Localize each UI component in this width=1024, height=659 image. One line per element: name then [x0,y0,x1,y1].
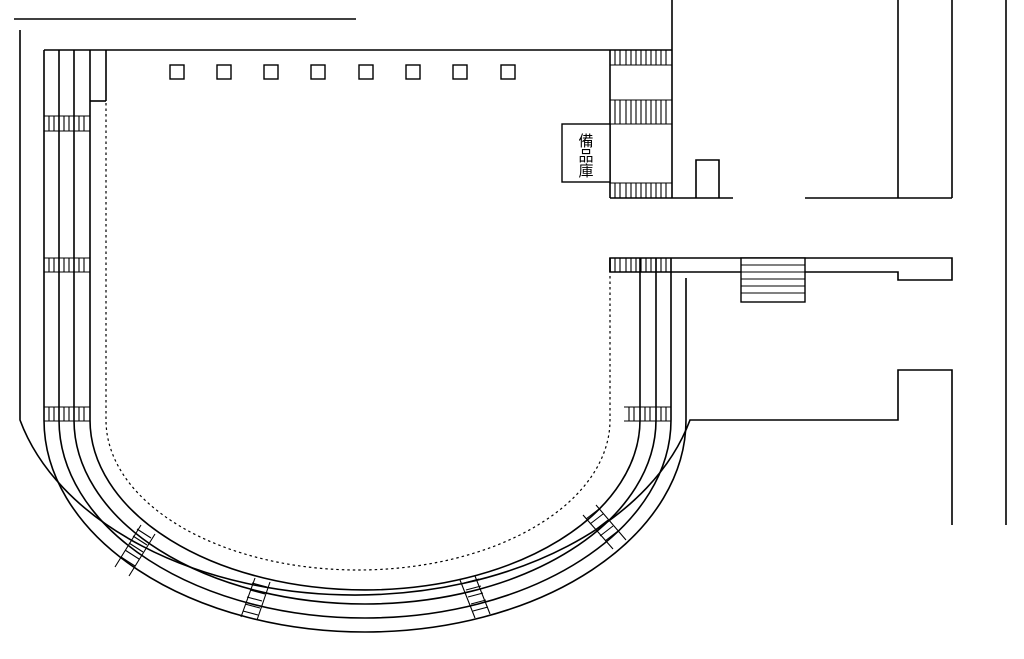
curved-aisle-right [582,504,627,550]
left-aisle-middle [44,257,90,273]
curved-aisle-center-left [240,577,271,621]
arena-boundary-dotted [105,103,611,571]
right-seating-upper [609,0,952,199]
terrace-ring-1 [43,50,687,633]
column-marker [263,64,279,80]
left-aisle-lower [44,406,90,422]
column-marker [358,64,374,80]
terrace-ring-2 [58,50,672,619]
storage-room-box [561,123,611,183]
left-aisle-upper [44,115,90,132]
storage-label-char-1: 備 [578,132,593,150]
column-marker [452,64,468,80]
column-marker [500,64,516,80]
column-marker [216,64,232,80]
door-opening [695,159,720,198]
right-aisle-lower [624,406,671,422]
column-marker [310,64,326,80]
storage-label-char-2: 品 [578,147,593,165]
curved-aisle-left [114,524,156,577]
corridor-landing [609,257,953,281]
curved-aisle-center-right [459,575,491,619]
storage-room: 備 品 庫 [561,123,611,183]
outer-perimeter-wall [19,30,953,596]
column-marker [405,64,421,80]
column-marker [169,64,185,80]
terrace-ring-3 [73,50,657,605]
exterior-staircase [740,257,806,303]
column-markers [169,64,516,80]
terrace-ring-4 [89,50,641,591]
storage-label-char-3: 庫 [578,162,593,180]
